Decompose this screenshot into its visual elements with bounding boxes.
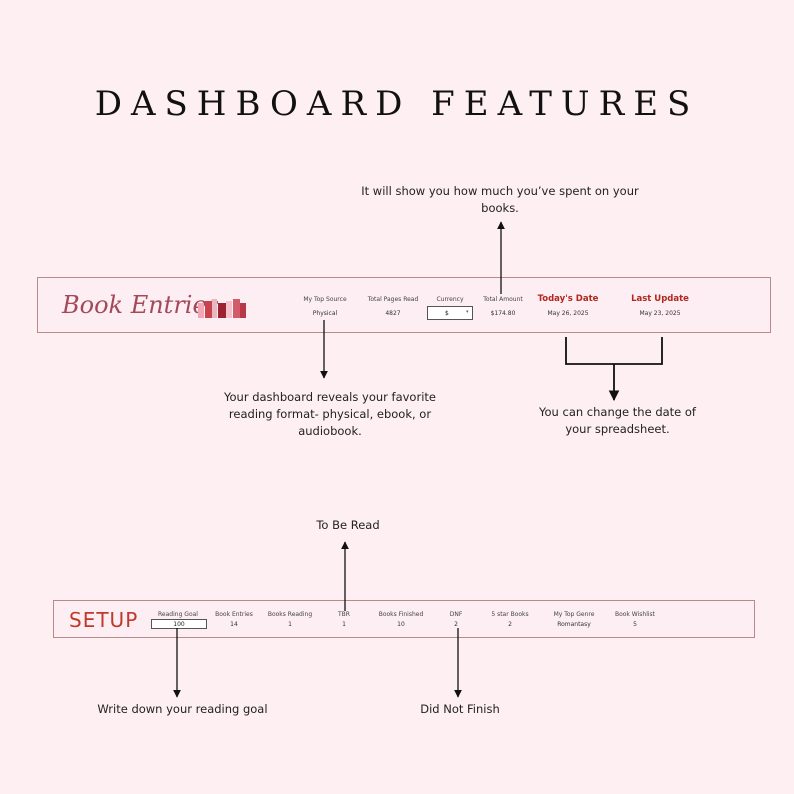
note-date: You can change the date of your spreadsh…: [539, 405, 696, 436]
book-spine: [212, 299, 217, 318]
setup-title: SETUP: [69, 608, 139, 632]
tbr-label: TBR: [338, 611, 350, 618]
books-icon: [198, 299, 246, 318]
total-amount-label: Total Amount: [483, 296, 523, 303]
note-spent: It will show you how much you’ve spent o…: [361, 184, 639, 215]
total-pages-label: Total Pages Read: [367, 296, 419, 303]
book-wishlist-label: Book Wishlist: [614, 611, 656, 618]
book-entries-logo: Book Entries: [62, 291, 219, 319]
currency-label: Currency: [436, 296, 464, 303]
note-tbr: To Be Read: [316, 518, 380, 532]
books-finished-value: 10: [397, 621, 405, 628]
book-entries-bar: Book Entries My Top Source Physical Tota…: [37, 277, 771, 333]
book-spine: [226, 301, 232, 318]
chevron-down-icon: ▾: [466, 309, 469, 315]
setup-bar: SETUP Reading Goal 100 Book Entries 14 B…: [53, 600, 755, 638]
reading-goal-label: Reading Goal: [158, 611, 198, 618]
top-genre-label: My Top Genre: [553, 611, 595, 618]
five-star-books-label: 5 star Books: [491, 611, 529, 618]
last-update-value[interactable]: May 23, 2025: [639, 310, 681, 317]
currency-value: $: [445, 310, 449, 317]
dnf-label: DNF: [449, 611, 463, 618]
book-entries-label: Book Entries: [215, 611, 253, 618]
bracket-dates: [565, 337, 663, 365]
books-finished-label: Books Finished: [378, 611, 424, 618]
note-goal: Write down your reading goal: [97, 702, 268, 716]
five-star-books-value: 2: [508, 621, 512, 628]
todays-date-value[interactable]: May 26, 2025: [547, 310, 589, 317]
todays-date-label: Today's Date: [537, 294, 599, 304]
book-spine: [217, 303, 226, 318]
book-entries-value: 14: [230, 621, 238, 628]
top-source-value: Physical: [312, 310, 338, 317]
tbr-value: 1: [342, 621, 346, 628]
book-spine: [204, 301, 212, 318]
page-title: DASHBOARD FEATURES: [94, 84, 700, 124]
reading-goal-input[interactable]: 100: [151, 619, 207, 629]
book-spine: [240, 303, 246, 318]
total-amount-value: $174.80: [490, 310, 516, 317]
book-wishlist-value: 5: [633, 621, 637, 628]
top-source-label: My Top Source: [303, 296, 347, 303]
last-update-label: Last Update: [631, 294, 689, 304]
books-reading-label: Books Reading: [267, 611, 313, 618]
note-source: Your dashboard reveals your favorite rea…: [224, 390, 436, 438]
books-reading-value: 1: [288, 621, 292, 628]
top-genre-value: Romantasy: [557, 621, 591, 628]
currency-select[interactable]: $ ▾: [427, 306, 473, 320]
book-spine: [232, 299, 240, 318]
book-spine: [198, 303, 204, 318]
note-dnf: Did Not Finish: [420, 702, 500, 716]
dnf-value: 2: [454, 621, 458, 628]
total-pages-value: 4827: [385, 310, 401, 317]
